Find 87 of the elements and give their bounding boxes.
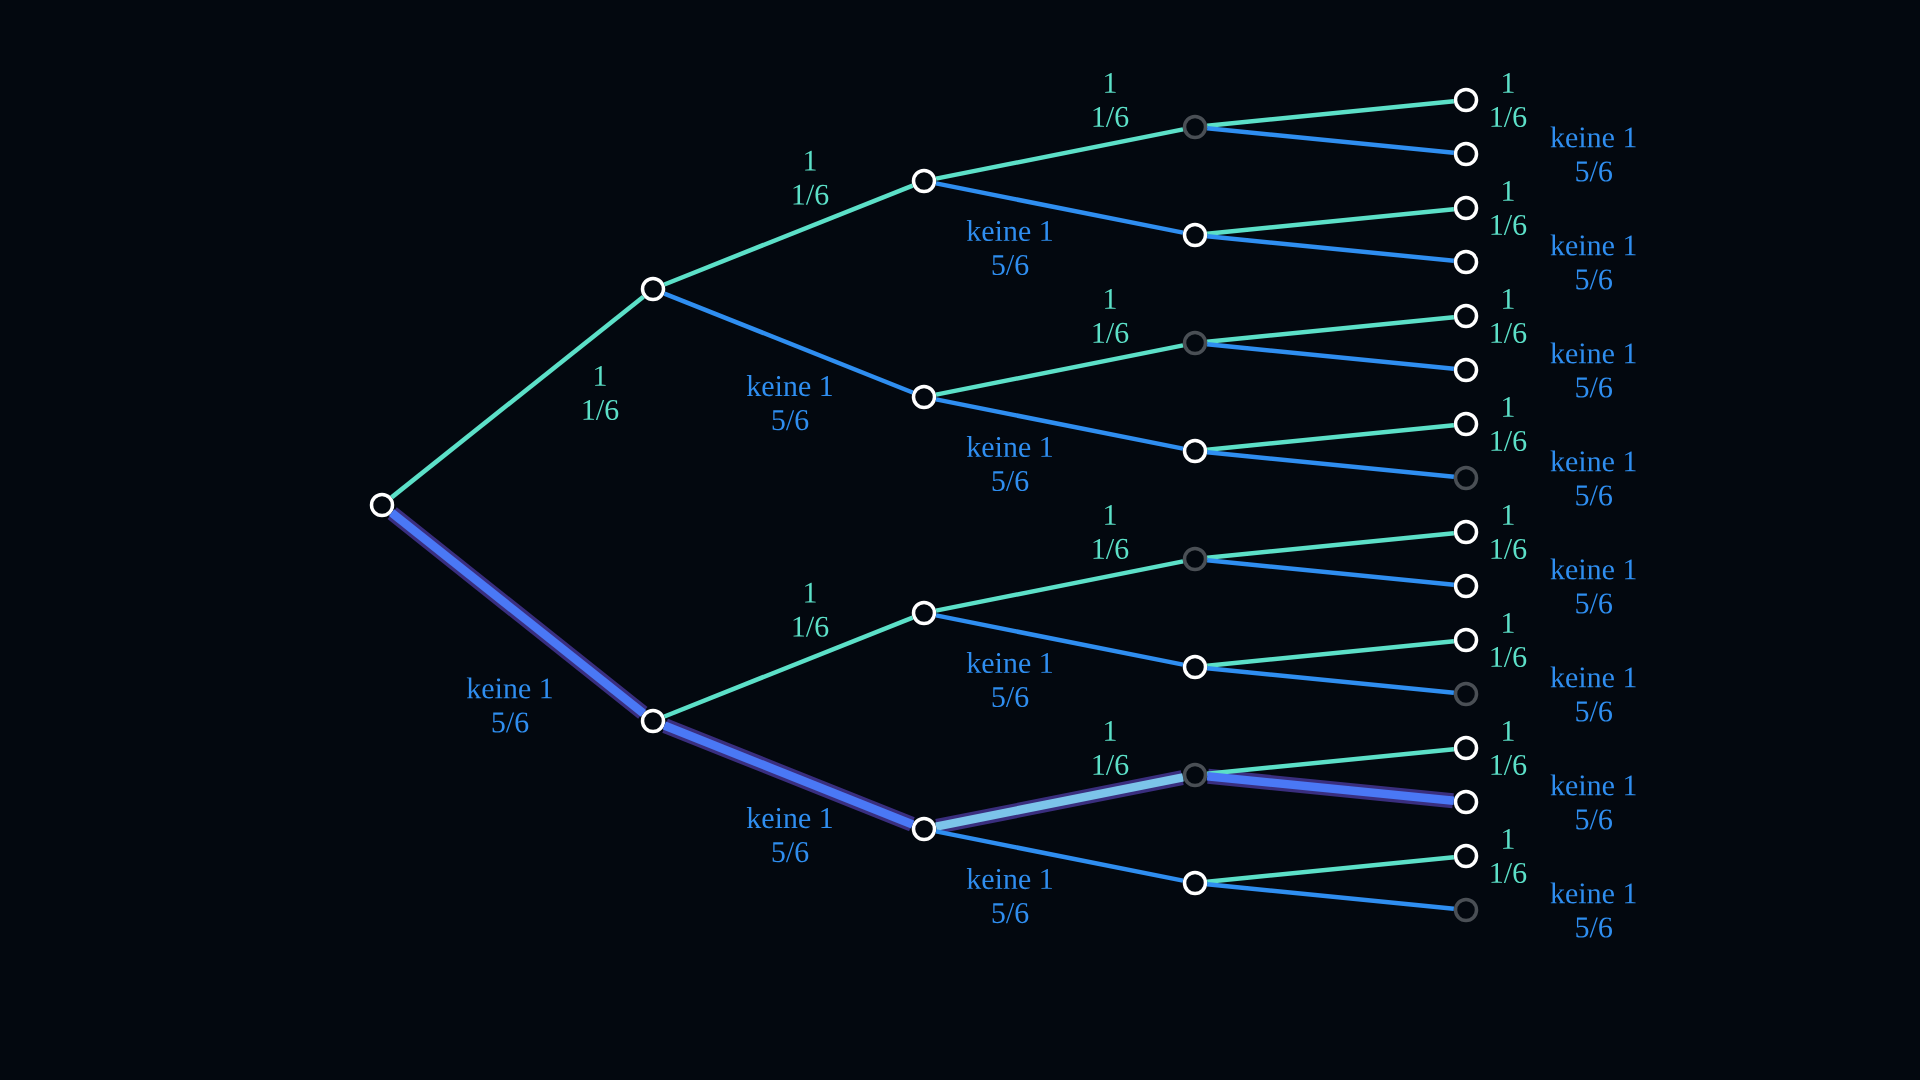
branch-line [935,613,1184,667]
branch-line [1206,747,1455,777]
edge-label: 1 1/6 [1093,72,1129,127]
edge-label: 1 1/6 [1491,612,1527,668]
node-circle [1453,303,1479,329]
branch-line [1206,666,1455,696]
branch-line [1206,342,1455,372]
node-circle [1453,141,1479,167]
branch-line [935,181,1184,235]
branch-line [1206,450,1455,480]
edge-label: 1 1/6 [1491,72,1527,128]
branch-line [935,829,1184,883]
edge-label: keine 1 5/6 [1550,450,1636,506]
node-circle [1182,438,1208,464]
edge-label: 1 1/6 [793,582,829,637]
node-circle [1182,330,1208,356]
edge-label: keine 1 5/6 [1550,882,1636,938]
branch-line [1207,207,1455,237]
edge-label: 1 1/6 [1491,828,1527,884]
edge-label: 1 1/6 [1491,396,1527,452]
branch-line [1206,531,1455,561]
edge-label: 1 1/6 [1093,720,1129,775]
branch-line [1206,126,1455,156]
node-circle [1453,843,1479,869]
node-circle [369,492,395,518]
edge-label: 1 1/6 [1491,288,1527,344]
node-circle [640,708,666,734]
edge-label: keine 1 5/6 [966,436,1052,492]
node-circle [1453,789,1479,815]
node-circle [1453,681,1479,707]
branch-line [935,559,1184,613]
branch-line [1207,882,1455,912]
branch-line [1206,855,1455,885]
edge-label: keine 1 5/6 [746,807,832,863]
branch-line [1207,315,1455,345]
edge-label: 1 1/6 [583,365,619,421]
branch-line [935,397,1184,451]
node-circle [1453,357,1479,383]
node-circle [1453,87,1479,113]
node-circle [1182,654,1208,680]
edge-label: keine 1 5/6 [746,375,832,431]
edge-label: keine 1 5/6 [1550,558,1636,614]
edge-label: 1 1/6 [1491,180,1527,236]
branch-line [663,183,914,287]
node-circle [1453,195,1479,221]
branch-line [935,343,1184,397]
edge-label: 1 1/6 [1093,504,1129,559]
branch-line [1206,423,1455,453]
node-circle [911,168,937,194]
node-circle [1453,249,1479,275]
edge-label: keine 1 5/6 [966,220,1052,276]
branch-line [663,291,914,395]
edge-label: keine 1 5/6 [1550,126,1636,182]
edge-label: keine 1 5/6 [1550,666,1636,722]
edge-label: 1 1/6 [1491,720,1527,776]
edge-label: 1 1/6 [793,150,829,205]
node-circle [1453,573,1479,599]
node-circle [1182,114,1208,140]
edge-label: keine 1 5/6 [966,868,1052,924]
branch-line [390,294,645,500]
node-circle [1453,411,1479,437]
edge-label: keine 1 5/6 [1550,774,1636,830]
branch-line [1207,99,1455,129]
node-circle [1453,627,1479,653]
node-circle [1453,519,1479,545]
edge-label: 1 1/6 [1491,504,1527,560]
node-circle [1182,546,1208,572]
node-circle [1182,222,1208,248]
node-circle [640,276,666,302]
branch-line [1206,639,1455,669]
branch-line [1206,558,1455,588]
edge-label: keine 1 5/6 [966,652,1052,708]
node-circle [1182,762,1208,788]
node-circle [1182,870,1208,896]
node-circle [911,384,937,410]
edge-label: keine 1 5/6 [1550,342,1636,398]
branch-line [663,615,914,719]
node-circle [911,600,937,626]
node-circle [911,816,937,842]
edge-label: keine 1 5/6 [1550,234,1636,290]
node-circle [1453,897,1479,923]
edge-label: 1 1/6 [1093,288,1129,343]
edge-label: keine 1 5/6 [466,677,552,733]
node-circle [1453,735,1479,761]
node-circle [1453,465,1479,491]
branch-line [935,127,1184,181]
branch-line [1206,234,1455,264]
